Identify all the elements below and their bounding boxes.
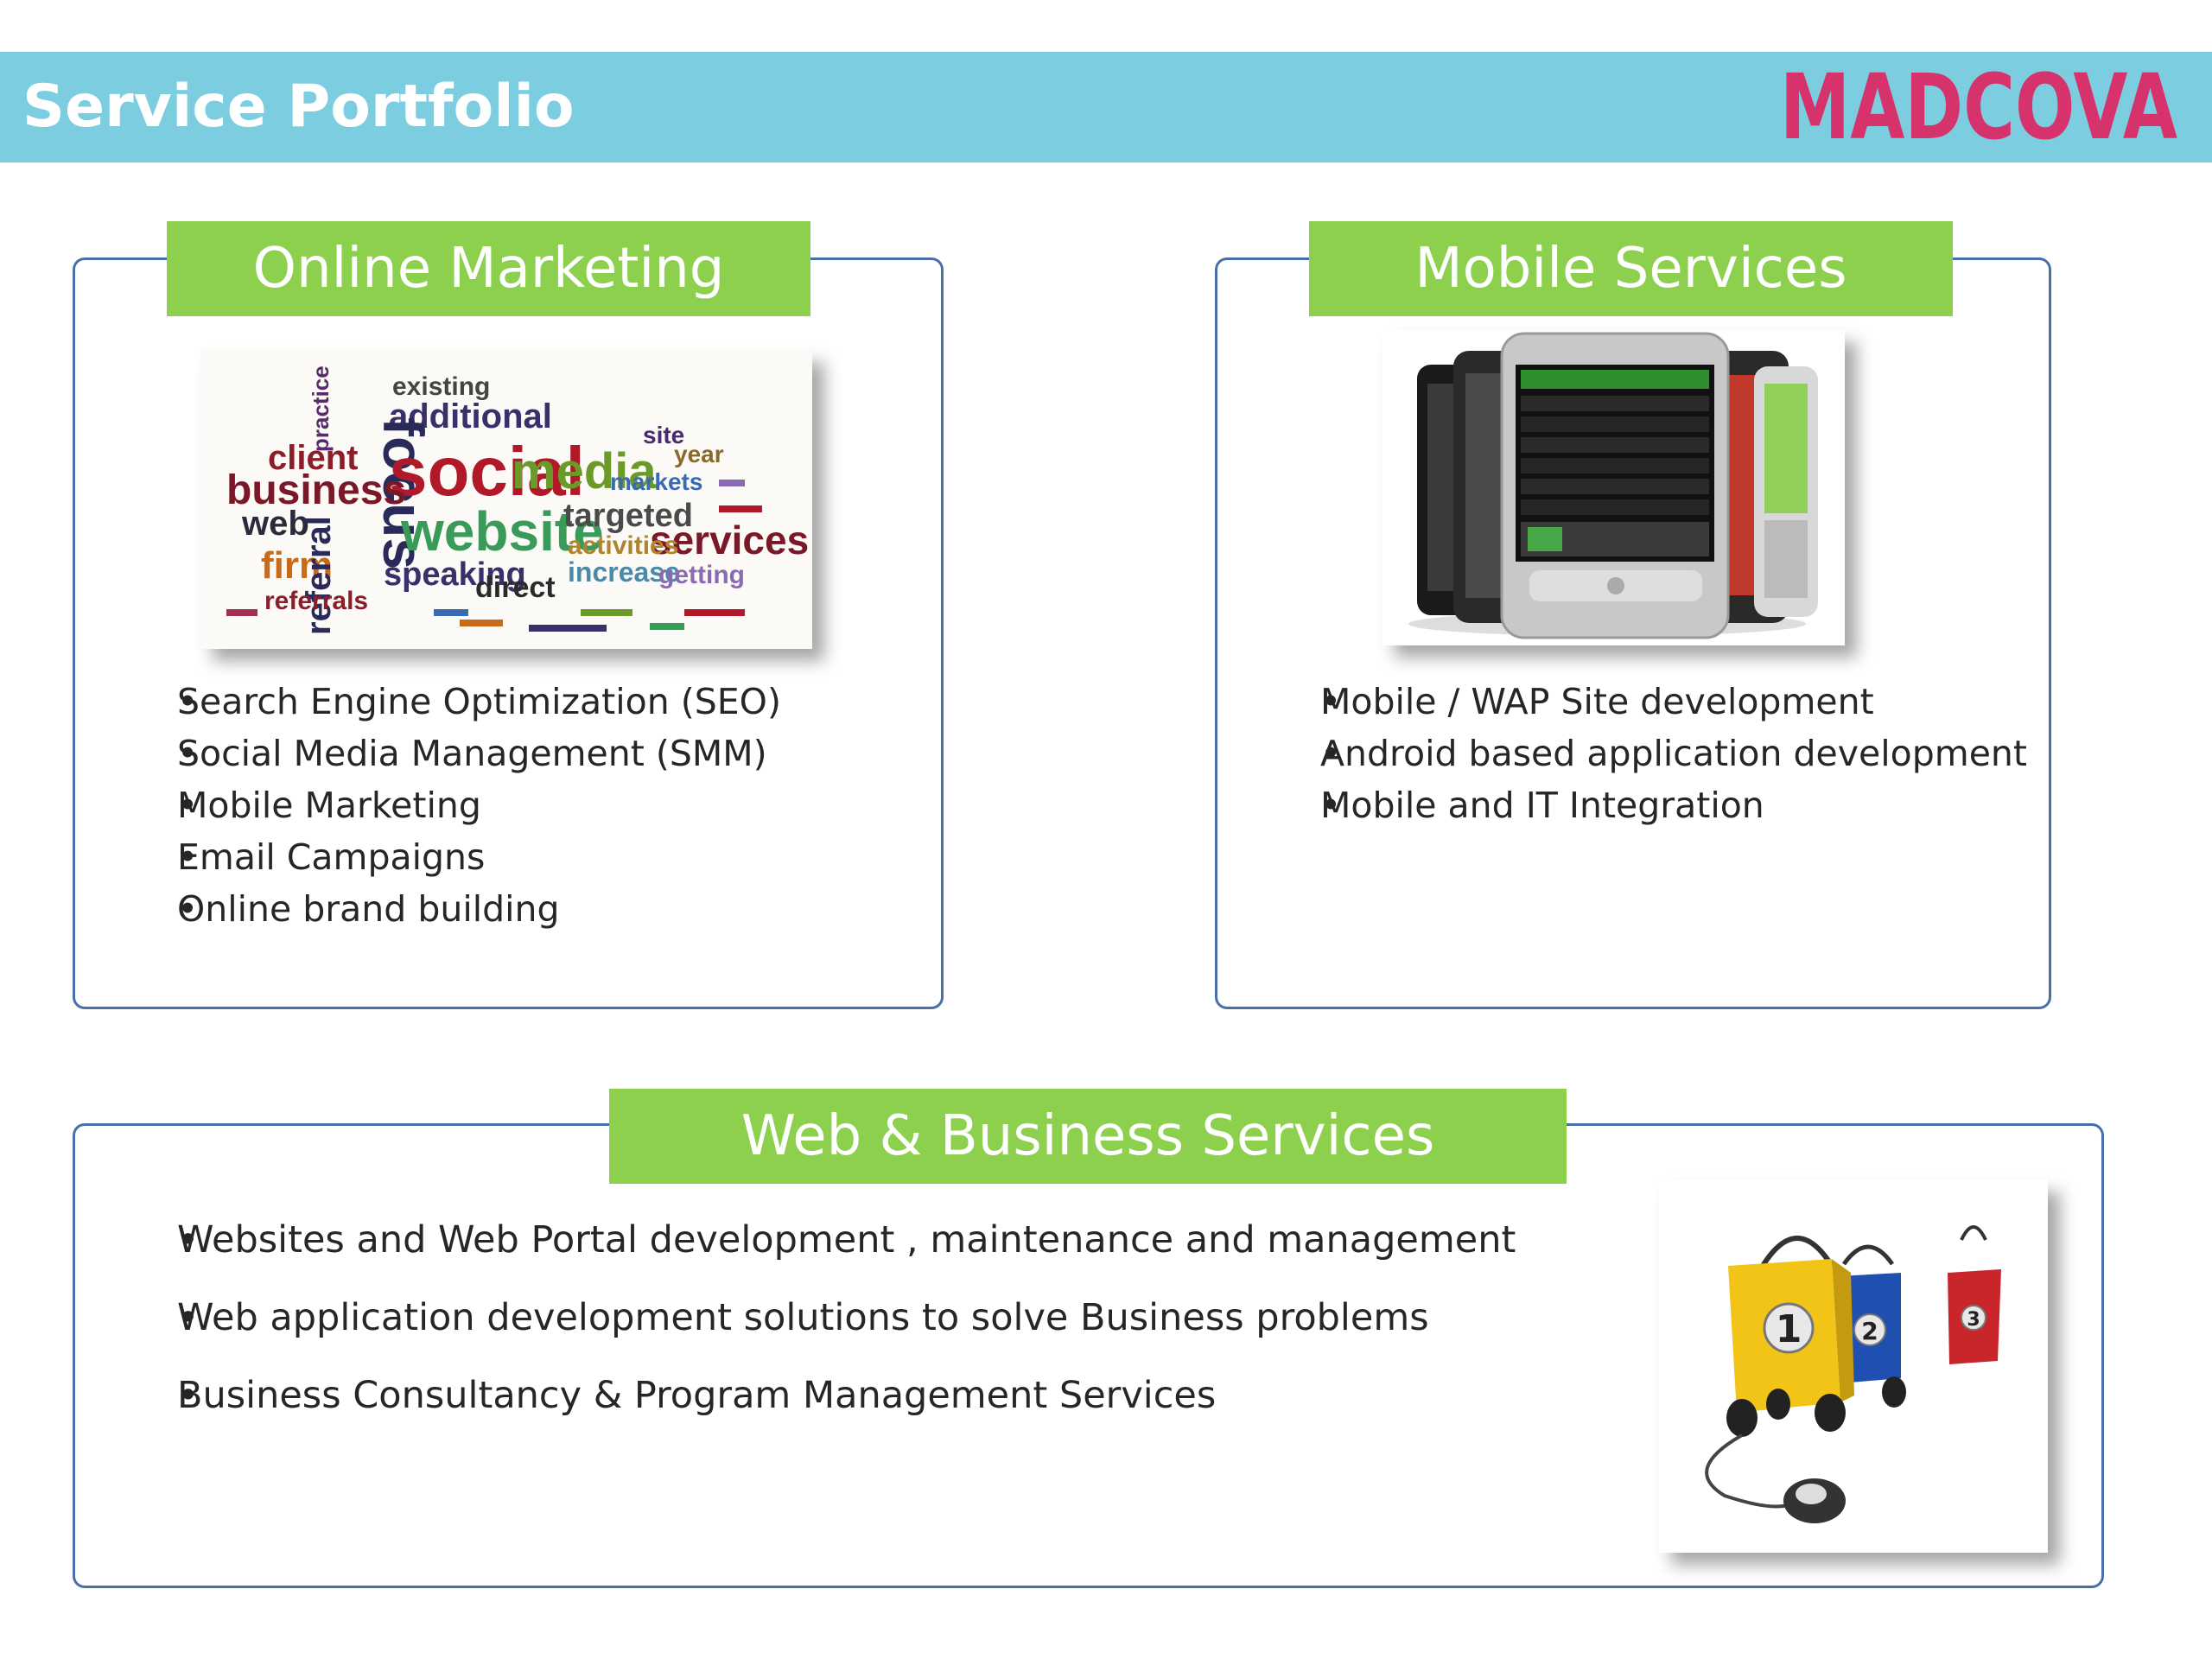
online-marketing-list: Search Engine Optimization (SEO) Social … bbox=[151, 676, 781, 935]
madcova-logo: MADCOVA bbox=[1780, 64, 2177, 150]
word-services: services bbox=[650, 518, 809, 563]
smartphones-image bbox=[1382, 330, 1845, 645]
word-referrals: referrals bbox=[264, 587, 368, 615]
shopping-bags-image: 3 2 1 bbox=[1659, 1179, 2048, 1553]
web-business-heading: Web & Business Services bbox=[609, 1089, 1567, 1184]
header-bar: Service Portfolio MADCOVA bbox=[0, 52, 2212, 162]
word-website: website bbox=[400, 500, 604, 563]
word-site: site bbox=[643, 422, 684, 448]
word-business: business bbox=[226, 467, 406, 513]
word-referral: referral bbox=[300, 516, 338, 635]
list-item: Email Campaigns bbox=[151, 831, 781, 883]
word-web: web bbox=[241, 505, 309, 543]
word-getting: getting bbox=[658, 561, 745, 589]
mobile-services-list: Mobile / WAP Site development Android ba… bbox=[1294, 676, 2027, 831]
list-item: Mobile / WAP Site development bbox=[1294, 676, 2027, 728]
bag-number-1: 1 bbox=[1776, 1307, 1802, 1351]
word-focus: focus bbox=[372, 417, 435, 569]
list-item: Social Media Management (SMM) bbox=[151, 728, 781, 779]
word-firm: firm bbox=[261, 544, 333, 587]
word-practice: practice bbox=[308, 365, 334, 452]
word-social: social bbox=[389, 433, 585, 510]
list-item: Android based application development bbox=[1294, 728, 2027, 779]
list-item: Business Consultancy & Program Managemen… bbox=[151, 1365, 1516, 1443]
bag-number-2: 2 bbox=[1861, 1317, 1878, 1345]
list-item: Online brand building bbox=[151, 883, 781, 935]
word-direct: direct bbox=[475, 571, 556, 604]
svg-text:MADCOVA: MADCOVA bbox=[1780, 64, 2177, 150]
web-business-list: Websites and Web Portal development , ma… bbox=[151, 1210, 1516, 1443]
list-item: Mobile Marketing bbox=[151, 779, 781, 831]
word-increase: increase bbox=[568, 556, 680, 588]
page-title: Service Portfolio bbox=[22, 73, 575, 141]
word-client: client bbox=[268, 439, 358, 477]
word-cloud-image: existing additional practice client focu… bbox=[200, 350, 812, 649]
word-markets: markets bbox=[610, 468, 702, 495]
word-targeted: targeted bbox=[563, 498, 693, 534]
list-item: Mobile and IT Integration bbox=[1294, 779, 2027, 831]
mobile-services-heading: Mobile Services bbox=[1309, 221, 1953, 316]
word-speaking: speaking bbox=[384, 556, 526, 593]
list-item: Web application development solutions to… bbox=[151, 1287, 1516, 1365]
list-item: Search Engine Optimization (SEO) bbox=[151, 676, 781, 728]
word-additional: additional bbox=[389, 397, 552, 435]
word-media: media bbox=[512, 443, 657, 499]
online-marketing-heading: Online Marketing bbox=[167, 221, 810, 316]
word-existing: existing bbox=[392, 372, 490, 401]
word-year: year bbox=[674, 441, 724, 467]
bag-number-3: 3 bbox=[1967, 1309, 1980, 1331]
word-activities: activities bbox=[568, 531, 678, 560]
list-item: Websites and Web Portal development , ma… bbox=[151, 1210, 1516, 1287]
